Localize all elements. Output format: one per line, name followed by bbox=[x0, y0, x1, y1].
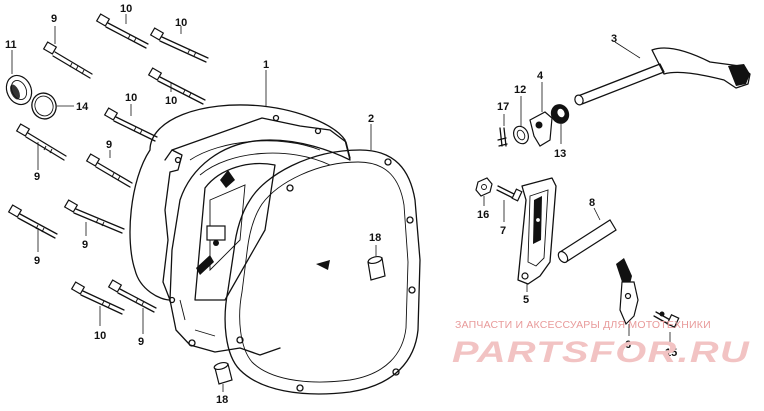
part-labels: 9 10 10 11 9 10 14 10 9 9 9 9 10 9 1 2 3… bbox=[5, 3, 677, 406]
lever-6 bbox=[616, 258, 639, 336]
o-ring-14 bbox=[31, 92, 74, 120]
label-8: 8 bbox=[589, 197, 595, 209]
label-12: 12 bbox=[514, 84, 526, 96]
label-15: 15 bbox=[665, 347, 677, 359]
screw-7 bbox=[496, 185, 523, 222]
push-rod-8 bbox=[557, 207, 617, 264]
label-10-center: 10 bbox=[125, 92, 137, 104]
bolt-9-bottom bbox=[107, 279, 157, 334]
bolt-9-top bbox=[42, 26, 93, 79]
label-9-mid-left: 9 bbox=[34, 255, 40, 267]
label-10-top-left: 10 bbox=[120, 3, 132, 15]
bolt-9-left-low bbox=[7, 204, 58, 252]
spring-pin-17 bbox=[497, 114, 508, 147]
bracket-plate-5 bbox=[517, 177, 557, 292]
label-7: 7 bbox=[500, 225, 506, 237]
bolt-10-mid-right bbox=[147, 67, 206, 105]
label-2: 2 bbox=[368, 113, 374, 125]
label-9-top: 9 bbox=[51, 13, 57, 25]
label-11: 11 bbox=[5, 39, 17, 51]
bolt-10-top-left bbox=[95, 13, 149, 49]
label-4: 4 bbox=[537, 70, 544, 82]
label-5: 5 bbox=[523, 294, 529, 306]
label-10-mid-right: 10 bbox=[165, 95, 177, 107]
dowel-pin-18-middle bbox=[367, 245, 386, 281]
bolt-10-center bbox=[103, 104, 158, 142]
screw-15 bbox=[653, 311, 680, 345]
lever-arm-4 bbox=[529, 82, 553, 147]
bolt-9-left-mid bbox=[15, 123, 67, 170]
label-14: 14 bbox=[76, 101, 89, 113]
label-13: 13 bbox=[554, 148, 566, 160]
watermark-logo-text: PARTSFOR.RU bbox=[452, 336, 750, 369]
gasket-2 bbox=[224, 124, 421, 395]
label-17: 17 bbox=[497, 101, 509, 113]
label-10-top-right: 10 bbox=[175, 17, 187, 29]
label-9-bottom: 9 bbox=[138, 336, 144, 348]
label-10-bottom: 10 bbox=[94, 330, 106, 342]
bolt-10-top-right bbox=[149, 26, 209, 63]
label-3: 3 bbox=[611, 33, 617, 45]
bolt-9-center-low bbox=[63, 199, 125, 236]
washer-12 bbox=[513, 96, 529, 145]
label-18-bottom: 18 bbox=[216, 394, 228, 406]
nut-16 bbox=[475, 177, 493, 206]
clutch-lever-shaft-3 bbox=[574, 41, 751, 106]
label-16: 16 bbox=[477, 209, 489, 221]
oil-seal-11 bbox=[5, 50, 33, 106]
label-1: 1 bbox=[263, 59, 269, 71]
label-6: 6 bbox=[625, 339, 631, 351]
oil-seal-13 bbox=[550, 104, 570, 144]
bolt-10-bottom bbox=[70, 281, 125, 326]
bolt-9-center-mid bbox=[85, 150, 133, 188]
label-9-upper-left: 9 bbox=[34, 171, 40, 183]
watermark-tagline: ЗАПЧАСТИ И АКСЕССУАРЫ ДЛЯ МОТОТЕХНИКИ bbox=[455, 319, 711, 331]
clutch-cover-1 bbox=[129, 70, 351, 356]
watermark: ЗАПЧАСТИ И АКСЕССУАРЫ ДЛЯ МОТОТЕХНИКИ PA… bbox=[452, 319, 750, 369]
label-18-middle: 18 bbox=[369, 232, 381, 244]
label-9-center-mid: 9 bbox=[106, 139, 112, 151]
label-9-center-low: 9 bbox=[82, 239, 88, 251]
dowel-pin-18-bottom bbox=[213, 361, 233, 392]
